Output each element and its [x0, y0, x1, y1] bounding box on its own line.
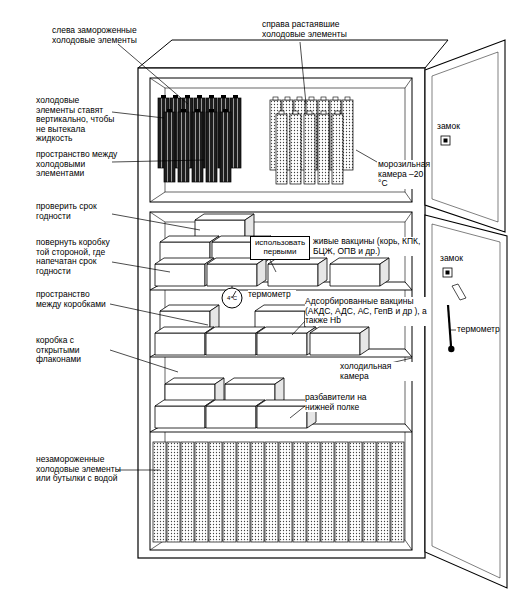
callout-label: справа растаявшие холодовые элементы — [262, 20, 362, 39]
callout-label: проверить срок годности — [36, 202, 116, 221]
unfrozen-element — [391, 442, 404, 542]
door-clip — [452, 284, 466, 300]
thermometer-dial: 4°С — [221, 287, 243, 309]
thawed-element — [332, 111, 343, 184]
leader-line — [112, 160, 204, 162]
leader-line — [112, 262, 170, 272]
unfrozen-element — [307, 442, 320, 542]
dial-circle — [222, 288, 242, 308]
door-thermometer — [448, 305, 451, 346]
lock-symbol — [441, 136, 450, 145]
unfrozen-element — [237, 442, 250, 542]
leader-line — [110, 350, 178, 372]
vaccine-label: Адсорбированные вакцины (АКДС, АДС, АС, … — [305, 297, 427, 326]
unfrozen-element — [377, 442, 390, 542]
lock-keyhole — [444, 139, 448, 143]
callout-label: слева замороженные холодовые элементы — [52, 26, 140, 45]
unfrozen-element — [181, 442, 194, 542]
freezer-opening — [150, 78, 412, 202]
frozen-element — [220, 109, 231, 182]
unfrozen-element — [321, 442, 334, 542]
leader-line — [110, 304, 208, 325]
callout-label: повернуть коробку той стороной, где напе… — [36, 238, 120, 276]
node-text: 4°С — [227, 295, 237, 302]
thawed-element — [290, 111, 301, 184]
callout-box: использовать первыми — [250, 236, 310, 260]
frozen-element — [164, 109, 175, 182]
thermometer-label: термометр — [248, 290, 296, 300]
leader-line — [112, 112, 164, 118]
thawed-element — [304, 111, 315, 184]
leader-line — [356, 150, 377, 162]
vaccine-box — [206, 327, 265, 355]
callout-label: коробка с открытыми флаконами — [36, 336, 116, 365]
callout-label: пространство между коробками — [36, 290, 112, 309]
lock-label: замок — [440, 254, 480, 264]
callout-label: незамороженные холодовые элементы или бу… — [36, 455, 126, 484]
freezer-door-panel — [432, 52, 498, 222]
thawed-element — [342, 97, 353, 170]
freezer-edges — [150, 78, 412, 202]
thermometer-bulb — [448, 346, 454, 352]
lock-label: замок — [437, 122, 477, 132]
unfrozen-element — [153, 442, 166, 542]
vaccine-box — [330, 258, 389, 286]
freezer-door — [425, 40, 505, 232]
thermometer-label: термометр — [457, 325, 507, 335]
vaccine-box — [155, 258, 214, 286]
unfrozen-element — [223, 442, 236, 542]
leader-line — [451, 330, 456, 331]
vaccine-box — [268, 258, 327, 286]
frozen-element — [206, 109, 217, 182]
unfrozen-element — [265, 442, 278, 542]
unfrozen-element — [363, 442, 376, 542]
lock-keyhole — [446, 271, 450, 275]
cabinet-top — [138, 40, 448, 68]
frozen-element — [192, 109, 203, 182]
node-text: использовать первыми — [253, 239, 307, 257]
unfrozen-element — [195, 442, 208, 542]
callout-label: пространство между холодовыми элементами — [36, 150, 120, 179]
unfrozen-element — [251, 442, 264, 542]
unfrozen-element — [167, 442, 180, 542]
vaccine-box — [207, 258, 266, 286]
vaccine-label: живые вакцины (корь, КПК, БЦЖ, ОПВ и др.… — [313, 237, 421, 256]
vaccine-box — [257, 327, 316, 355]
vaccine-box — [310, 327, 369, 355]
leader-line — [290, 406, 305, 418]
unfrozen-element — [209, 442, 222, 542]
callout-label: холодовые элементы ставят вертикально, ч… — [36, 96, 120, 144]
vaccine-box — [206, 400, 265, 428]
leader-line — [112, 214, 200, 230]
vaccine-box — [155, 400, 214, 428]
leader-line — [118, 470, 160, 471]
frozen-element — [178, 109, 189, 182]
unfrozen-element — [293, 442, 306, 542]
vaccine-box — [155, 327, 214, 355]
leader-line — [270, 260, 276, 272]
diluent-label: разбавители на нижней полке — [305, 393, 385, 412]
leader-line — [292, 320, 306, 335]
unfrozen-element — [335, 442, 348, 542]
fridge-door-panel — [432, 224, 500, 578]
compartment-label: холодильная камера — [340, 362, 420, 381]
leader-line — [300, 42, 306, 104]
freezer-back — [165, 88, 405, 192]
unfrozen-element — [279, 442, 292, 542]
thawed-element — [276, 111, 287, 184]
unfrozen-element — [349, 442, 362, 542]
compartment-label: морозильная камера –20 °С — [378, 160, 424, 189]
lock-symbol — [443, 268, 452, 277]
thawed-element — [318, 111, 329, 184]
leader-line — [118, 44, 188, 104]
frozen-element — [230, 95, 241, 168]
fridge-door — [425, 215, 507, 588]
leader-lines — [110, 42, 456, 470]
